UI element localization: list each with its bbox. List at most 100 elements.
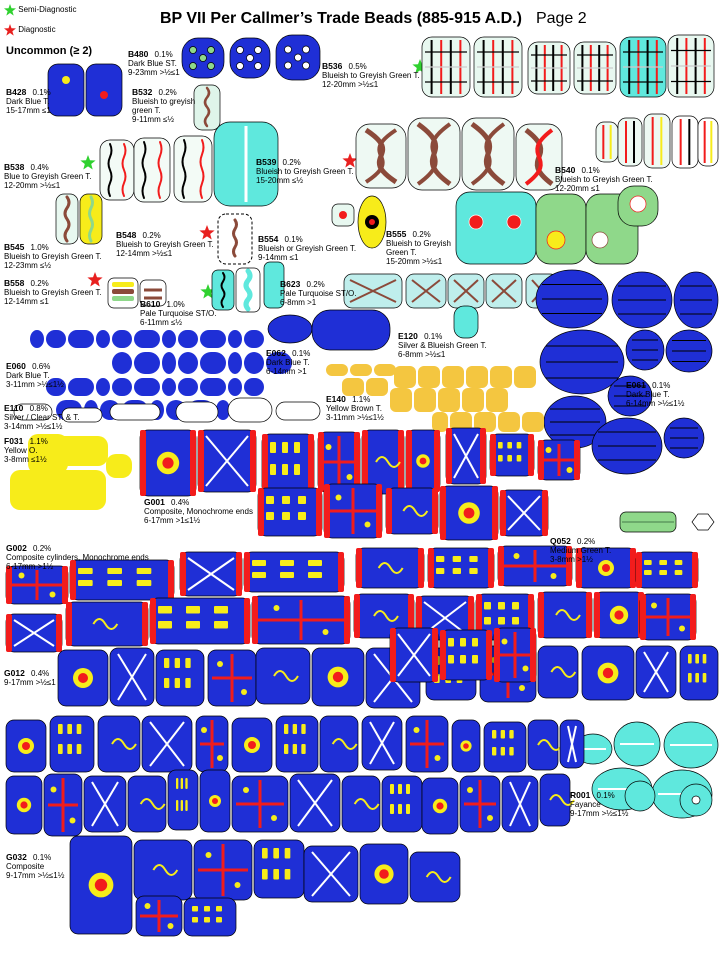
bead-e060: [68, 378, 94, 396]
bead-dot: [339, 211, 347, 219]
bead-dot: [205, 852, 212, 858]
bead-end: [594, 592, 600, 638]
label-g012: G012 0.4%9-17mm >½≤1: [4, 669, 56, 688]
bead-dot: [254, 46, 262, 54]
bead-check: [185, 800, 188, 811]
bead-line: [491, 279, 517, 303]
bead-e140: [474, 412, 496, 432]
bead-check: [78, 580, 93, 586]
bead-end: [500, 490, 506, 536]
bead-check: [406, 804, 410, 814]
bead-b540: [617, 117, 643, 167]
bead-end: [56, 614, 62, 652]
composite-bead: [253, 839, 305, 899]
bead-check: [294, 442, 300, 453]
bead-e140: [418, 366, 440, 388]
bead-line: [369, 721, 395, 765]
bead-swirl: [549, 794, 575, 806]
label-b623: B623 0.2%Pale Turquoise ST/O.6-8mm >1: [280, 280, 356, 308]
bead-e140: [490, 366, 512, 388]
composite-bead: [65, 601, 149, 647]
bead-f031: [28, 434, 68, 474]
bead-check: [216, 917, 222, 923]
bead-check: [280, 560, 294, 566]
bead-swirl: [373, 610, 399, 622]
bead-end: [586, 592, 592, 638]
label-line: 6-8mm >1: [280, 298, 317, 307]
bead-end: [492, 486, 498, 540]
label-code: B428: [6, 87, 27, 97]
bead-line: [567, 725, 577, 763]
bead-swirl: [273, 670, 299, 682]
bead-check: [308, 560, 322, 566]
bead-line: [349, 279, 397, 303]
composite-bead: [255, 647, 311, 705]
bead-check: [516, 455, 522, 462]
label-line: Blueish to Greyish Green T.: [4, 252, 102, 261]
bead-e140: [466, 366, 488, 388]
bead-check: [186, 606, 200, 614]
composite-bead: [537, 591, 593, 639]
bead-e060: [46, 330, 66, 348]
label-pct: 0.1%: [282, 235, 303, 244]
bead-end: [180, 552, 186, 596]
bead-check: [174, 678, 180, 688]
bead-end: [490, 434, 496, 476]
bead-swirl: [139, 798, 166, 810]
bead-e060: [244, 330, 264, 348]
bead-end: [432, 488, 438, 534]
bead-end: [428, 548, 434, 588]
bead-end: [538, 440, 544, 480]
label-code: E110: [4, 403, 24, 413]
bead-end: [354, 432, 360, 492]
bead-check: [282, 464, 288, 475]
bead-b538: [173, 135, 213, 203]
bead-end: [446, 428, 452, 484]
label-e120: E120 0.1%Silver & Blueish Green T.6-8mm …: [398, 332, 487, 360]
bead-end: [338, 552, 344, 592]
bead-end: [434, 430, 440, 492]
bead-dot: [241, 689, 247, 695]
composite-bead: [183, 897, 237, 937]
bead-e062: [267, 314, 313, 344]
bead-line: [205, 435, 249, 487]
bead-check: [492, 747, 497, 756]
composite-bead: [409, 851, 461, 903]
bead-swirl: [152, 864, 179, 876]
bead-line: [91, 781, 119, 827]
green-star-icon: [412, 59, 428, 74]
red-star-icon: [199, 225, 215, 240]
bead-end: [190, 430, 196, 496]
label-code: B554: [258, 234, 279, 244]
label-pct: 0.4%: [28, 163, 49, 172]
wavy-stripe: [203, 86, 211, 128]
bead-end: [140, 430, 146, 496]
bead-dot: [162, 457, 174, 469]
label-line: 6-14mm >1: [266, 367, 307, 376]
bead-check: [270, 464, 276, 475]
bead-end: [692, 552, 698, 588]
bead-e060: [244, 378, 264, 396]
bead-end: [440, 630, 446, 680]
bead-e110: [227, 397, 273, 423]
bead-e060: [162, 330, 176, 348]
label-b428: B428 0.1%Dark Blue T.15-17mm ≤1: [6, 87, 51, 116]
label-b548: B548 0.2%Blueish to Greyish Green T.12-1…: [116, 231, 214, 259]
label-pct: 0.2%: [410, 230, 431, 239]
bead-e140: [498, 412, 520, 432]
label-pct: 0.2%: [304, 280, 325, 289]
bead-dot: [20, 801, 28, 809]
bead-end: [354, 594, 360, 638]
label-line: Yellow O.: [4, 446, 38, 455]
label-pct: 0.1%: [30, 88, 51, 97]
composite-bead: [155, 649, 205, 707]
bead-q052: [691, 513, 715, 531]
bead-check: [180, 800, 183, 811]
bead-check: [158, 621, 172, 629]
bead-check: [78, 568, 93, 574]
label-line: 9-17mm >½≤1½: [570, 809, 629, 818]
bead-end: [198, 430, 204, 492]
bead-dot: [691, 795, 701, 805]
bead-end: [406, 430, 412, 492]
